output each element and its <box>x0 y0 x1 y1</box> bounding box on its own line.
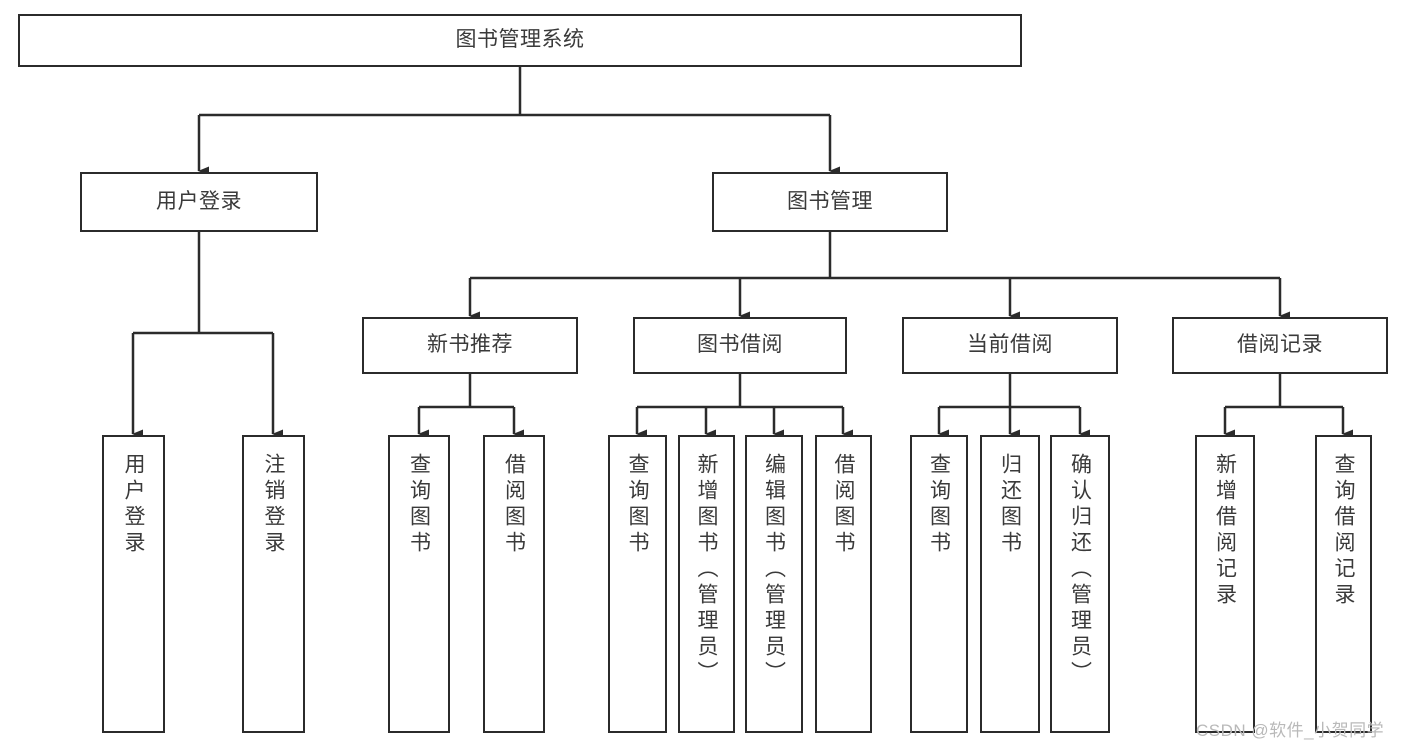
level2-node-1[interactable]: 图书管理 <box>712 172 948 232</box>
leaf-node-12-label: 查询借阅记录 <box>1332 453 1355 609</box>
leaf-node-1[interactable]: 注销登录 <box>242 435 305 733</box>
leaf-node-6[interactable]: 编辑图书（管理员） <box>745 435 803 733</box>
leaf-node-2[interactable]: 查询图书 <box>388 435 450 733</box>
level3-node-0[interactable]: 新书推荐 <box>362 317 578 374</box>
connector-lines <box>131 67 1353 439</box>
leaf-node-0-label: 用户登录 <box>122 453 145 557</box>
root-node[interactable]: 图书管理系统 <box>18 14 1022 67</box>
leaf-node-11-label: 新增借阅记录 <box>1213 453 1237 609</box>
leaf-node-7[interactable]: 借阅图书 <box>815 435 872 733</box>
leaf-node-7-label: 借阅图书 <box>832 453 855 557</box>
level2-node-0-label: 用户登录 <box>156 189 242 213</box>
leaf-node-9-label: 归还图书 <box>998 453 1022 557</box>
level3-node-2[interactable]: 当前借阅 <box>902 317 1118 374</box>
level2-node-0[interactable]: 用户登录 <box>80 172 318 232</box>
leaf-node-11[interactable]: 新增借阅记录 <box>1195 435 1255 733</box>
level2-node-1-label: 图书管理 <box>787 189 873 213</box>
leaf-node-5-label: 新增图书（管理员） <box>695 453 718 687</box>
leaf-node-1-label: 注销登录 <box>262 453 285 557</box>
leaf-node-5[interactable]: 新增图书（管理员） <box>678 435 735 733</box>
leaf-node-12[interactable]: 查询借阅记录 <box>1315 435 1372 733</box>
leaf-node-10-label: 确认归还（管理员） <box>1068 453 1092 687</box>
leaf-node-4-label: 查询图书 <box>626 453 649 557</box>
level3-node-2-label: 当前借阅 <box>967 333 1053 357</box>
leaf-node-3-label: 借阅图书 <box>502 453 526 557</box>
leaf-node-9[interactable]: 归还图书 <box>980 435 1040 733</box>
level3-node-1[interactable]: 图书借阅 <box>633 317 847 374</box>
level3-node-0-label: 新书推荐 <box>427 333 513 357</box>
root-node-label: 图书管理系统 <box>455 28 585 52</box>
level3-node-3-label: 借阅记录 <box>1237 333 1323 357</box>
leaf-node-8[interactable]: 查询图书 <box>910 435 968 733</box>
leaf-node-6-label: 编辑图书（管理员） <box>762 453 786 687</box>
level3-node-3[interactable]: 借阅记录 <box>1172 317 1388 374</box>
leaf-node-10[interactable]: 确认归还（管理员） <box>1050 435 1110 733</box>
leaf-node-4[interactable]: 查询图书 <box>608 435 667 733</box>
leaf-node-0[interactable]: 用户登录 <box>102 435 165 733</box>
leaf-node-8-label: 查询图书 <box>927 453 951 557</box>
leaf-node-2-label: 查询图书 <box>407 453 431 557</box>
leaf-node-3[interactable]: 借阅图书 <box>483 435 545 733</box>
level3-node-1-label: 图书借阅 <box>697 333 783 357</box>
